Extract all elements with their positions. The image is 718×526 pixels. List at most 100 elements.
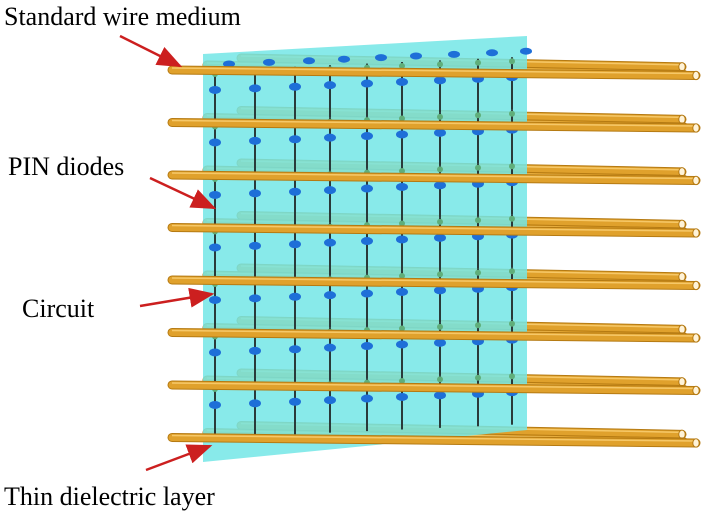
pin-diode xyxy=(249,136,261,145)
wire-arrow xyxy=(119,34,183,68)
wire-end-cap xyxy=(692,70,700,81)
contact-pad xyxy=(509,215,515,222)
pin-diode xyxy=(486,49,498,57)
contact-pad xyxy=(509,320,515,327)
contact-pad xyxy=(509,110,515,117)
contact-pad xyxy=(475,217,481,224)
pin-diode xyxy=(289,292,301,301)
pin-diode xyxy=(434,391,446,400)
contact-pad xyxy=(475,322,481,329)
pin-diode xyxy=(289,187,301,196)
contact-pad xyxy=(399,378,405,384)
contact-pad xyxy=(399,220,405,227)
wire-highlight xyxy=(171,277,697,285)
contact-pad xyxy=(437,323,443,330)
pin-diode xyxy=(361,79,373,88)
wire-body xyxy=(168,66,700,79)
wire-body xyxy=(168,381,700,394)
pin-diode xyxy=(434,181,446,190)
pin-diode xyxy=(249,84,261,93)
front-wire xyxy=(167,328,701,343)
pin-diode xyxy=(375,54,387,62)
pin-diode xyxy=(324,186,336,195)
pin-diode xyxy=(303,57,315,65)
pin-diode xyxy=(361,342,373,351)
circuit-label: Circuit xyxy=(22,294,95,323)
contact-pad xyxy=(437,218,443,225)
contact-pad xyxy=(437,271,443,278)
wire-end-cap xyxy=(678,114,686,125)
pin-diode xyxy=(434,76,446,85)
wire-highlight xyxy=(171,119,697,127)
wire-end-cap xyxy=(692,438,700,448)
pin-diode xyxy=(324,343,336,352)
standard-wire-medium-label: Standard wire medium xyxy=(4,2,241,31)
pin-diode xyxy=(338,55,350,63)
wire-end-cap xyxy=(678,219,686,230)
contact-pad xyxy=(399,168,405,174)
contact-pad xyxy=(437,113,443,120)
wire-end-cap xyxy=(678,429,686,440)
pin-diode xyxy=(249,294,261,303)
pin-diode xyxy=(209,85,221,94)
pin-diode xyxy=(434,286,446,295)
wire-end-cap xyxy=(678,272,686,282)
pin-diode xyxy=(289,397,301,406)
pin-diode xyxy=(324,81,336,90)
pin-diode xyxy=(361,394,373,403)
pin-diode xyxy=(209,400,221,409)
pin-diode xyxy=(448,50,460,58)
contact-pad xyxy=(399,63,405,69)
pin-diode xyxy=(361,237,373,246)
wire-end-cap xyxy=(678,62,686,72)
contact-pad xyxy=(475,164,481,171)
wire-body xyxy=(168,434,700,447)
pin-diode xyxy=(396,182,408,191)
front-wire xyxy=(167,223,701,238)
contact-pad xyxy=(509,373,515,380)
contact-pad xyxy=(437,376,443,383)
thin-dielectric-layer-label: Thin dielectric layer xyxy=(4,482,215,511)
pin-diode xyxy=(249,189,261,198)
wire-end-cap xyxy=(678,377,686,387)
pin-diode xyxy=(289,82,301,91)
front-wire xyxy=(167,380,701,396)
circuit-arrow xyxy=(139,287,215,308)
pin-diode xyxy=(396,340,408,349)
pin-diode xyxy=(324,238,336,247)
wire-end-cap xyxy=(692,123,700,133)
front-wire xyxy=(167,275,701,291)
contact-pad xyxy=(475,59,481,66)
pin-diode xyxy=(324,133,336,142)
front-wire xyxy=(167,170,701,186)
contact-pad xyxy=(475,374,481,381)
wire-end-cap xyxy=(692,333,700,343)
contact-pad xyxy=(437,61,443,68)
pin-diode xyxy=(223,60,235,68)
wire-highlight xyxy=(171,382,697,390)
wire-end-cap xyxy=(692,280,700,291)
wire-end-cap xyxy=(692,385,700,396)
contact-pad xyxy=(475,112,481,119)
pin-diode xyxy=(361,184,373,193)
pin-diode xyxy=(249,346,261,355)
pin-diode xyxy=(361,132,373,141)
front-wire xyxy=(167,118,701,133)
front-wire xyxy=(167,65,701,81)
contact-pad xyxy=(399,325,405,332)
wire-highlight xyxy=(171,224,697,232)
contact-pad xyxy=(509,58,515,65)
pin-diodes-label: PIN diodes xyxy=(8,152,125,181)
wire-body xyxy=(168,171,700,184)
pin-diode xyxy=(396,287,408,296)
pin-diode xyxy=(209,295,221,304)
pin-diode xyxy=(289,345,301,354)
pin-diode xyxy=(324,291,336,300)
pin-diode xyxy=(209,243,221,252)
pin-diode xyxy=(396,392,408,401)
wire-body xyxy=(168,276,700,289)
wire-highlight xyxy=(171,434,697,442)
pin-diode xyxy=(249,241,261,250)
wire-highlight xyxy=(171,67,697,75)
pin-diode xyxy=(249,399,261,408)
